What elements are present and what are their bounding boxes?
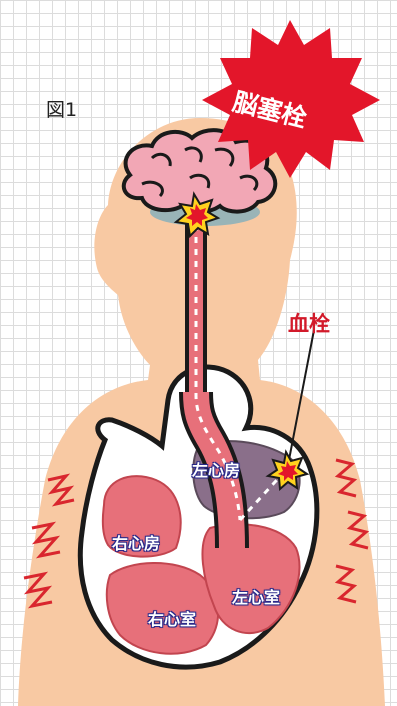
right-atrium-label: 右心房 [112,530,160,554]
thrombus-label: 血栓 [288,308,330,338]
figure-label: 図1 [46,95,77,122]
left-ventricle-label: 左心室 [232,584,280,608]
right-ventricle-label: 右心室 [148,606,196,630]
left-atrium-label: 左心房 [192,457,240,481]
